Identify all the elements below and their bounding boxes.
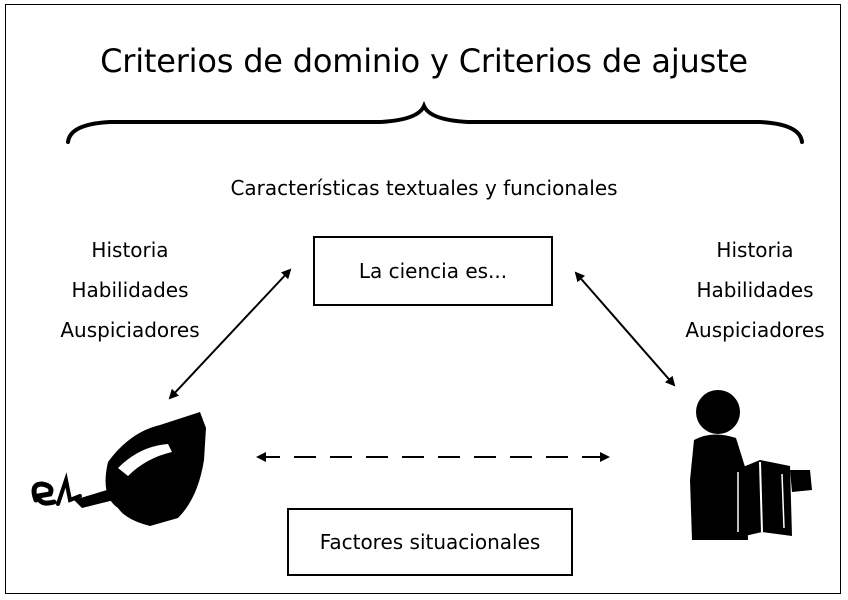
reader-attribute: Habilidades [696, 278, 814, 302]
diagram-subtitle: Características textuales y funcionales [230, 176, 618, 200]
reader-icon [690, 390, 812, 540]
writer-attribute: Historia [91, 238, 169, 262]
reader-attribute: Historia [716, 238, 794, 262]
arrow-science-reader [574, 271, 676, 387]
reader-attribute: Auspiciadores [685, 318, 825, 342]
arrow-writer-science [168, 268, 292, 400]
situational-factors-label: Factores situacionales [319, 530, 541, 554]
diagram-frame [5, 4, 841, 594]
curly-brace [66, 100, 804, 144]
reader-attributes: Historia Habilidades Auspiciadores [660, 230, 848, 350]
situational-factors-box: Factores situacionales [287, 508, 573, 576]
science-box-label: La ciencia es... [358, 259, 508, 283]
science-box: La ciencia es... [313, 236, 553, 306]
writing-hand-icon [31, 412, 206, 526]
writer-attribute: Habilidades [71, 278, 189, 302]
writer-attributes: Historia Habilidades Auspiciadores [30, 230, 230, 350]
diagram-title: Criterios de dominio y Criterios de ajus… [100, 42, 748, 80]
writer-attribute: Auspiciadores [60, 318, 200, 342]
